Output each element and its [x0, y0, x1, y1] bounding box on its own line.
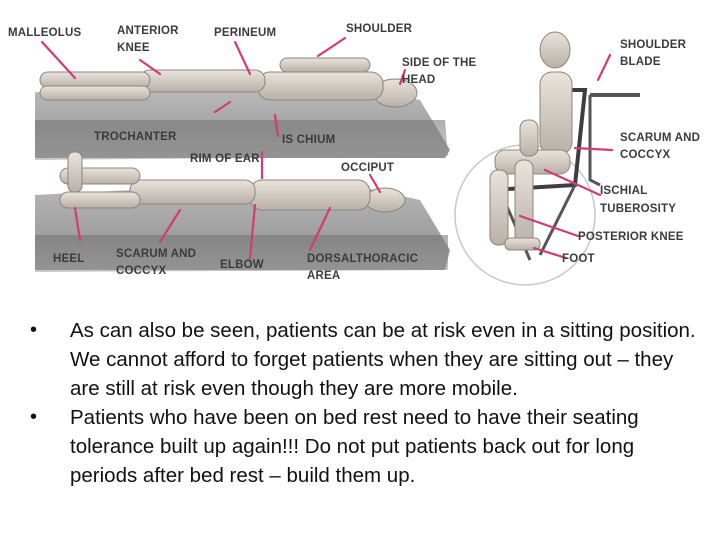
label-shoulder-blade: SHOULDER — [620, 39, 687, 51]
pointer-lines — [40, 36, 614, 260]
bottom-lying-figure — [59, 151, 406, 213]
label-ischium: IS CHIUM — [282, 134, 335, 146]
label-elbow: ELBOW — [220, 259, 264, 271]
bullet-text: As can also be seen, patients can be at … — [70, 319, 696, 400]
bullet-item: • As can also be seen, patients can be a… — [30, 316, 700, 403]
label-side-of-head-2: HEAD — [402, 74, 435, 86]
label-trochanter: TROCHANTER — [94, 131, 177, 143]
bullet-item: • Patients who have been on bed rest nee… — [30, 403, 700, 490]
label-sacrum-coccyx-bottom: SCARUM AND — [116, 248, 196, 260]
label-sacrum-coccyx-right-2: COCCYX — [620, 149, 671, 161]
label-rim-of-ear: RIM OF EAR — [190, 153, 260, 165]
label-malleolus: MALLEOLUS — [8, 27, 81, 39]
bullet-symbol: • — [30, 406, 38, 428]
label-perineum: PERINEUM — [214, 27, 276, 39]
label-heel: HEEL — [53, 253, 84, 265]
label-ischial-tuberosity-2: TUBEROSITY — [600, 203, 676, 215]
label-sacrum-coccyx-bottom-2: COCCYX — [116, 265, 167, 277]
label-dorsal-thoracic: DORSALTHORACIC — [307, 253, 418, 265]
label-shoulder-blade-2: BLADE — [620, 56, 661, 68]
label-foot: FOOT — [562, 253, 595, 265]
pressure-points-figure: MALLEOLUS ANTERIOR KNEE PERINEUM SHOULDE… — [8, 23, 700, 286]
bullet-text: Patients who have been on bed rest need … — [70, 406, 639, 487]
label-anterior-knee: ANTERIOR — [117, 25, 179, 37]
label-shoulder: SHOULDER — [346, 23, 413, 35]
label-posterior-knee: POSTERIOR KNEE — [578, 231, 684, 243]
label-dorsal-thoracic-2: AREA — [307, 270, 340, 282]
top-lying-figure — [39, 57, 418, 108]
label-anterior-knee-2: KNEE — [117, 42, 150, 54]
seated-figure — [489, 31, 573, 251]
bullet-list: • As can also be seen, patients can be a… — [30, 316, 700, 490]
label-sacrum-coccyx-right: SCARUM AND — [620, 132, 700, 144]
labels: MALLEOLUS ANTERIOR KNEE PERINEUM SHOULDE… — [8, 23, 700, 282]
label-side-of-head: SIDE OF THE — [402, 57, 477, 69]
label-ischial-tuberosity: ISCHIAL — [600, 185, 647, 197]
label-occiput: OCCIPUT — [341, 162, 394, 174]
bullet-symbol: • — [30, 319, 38, 341]
top-mattress — [35, 92, 450, 160]
